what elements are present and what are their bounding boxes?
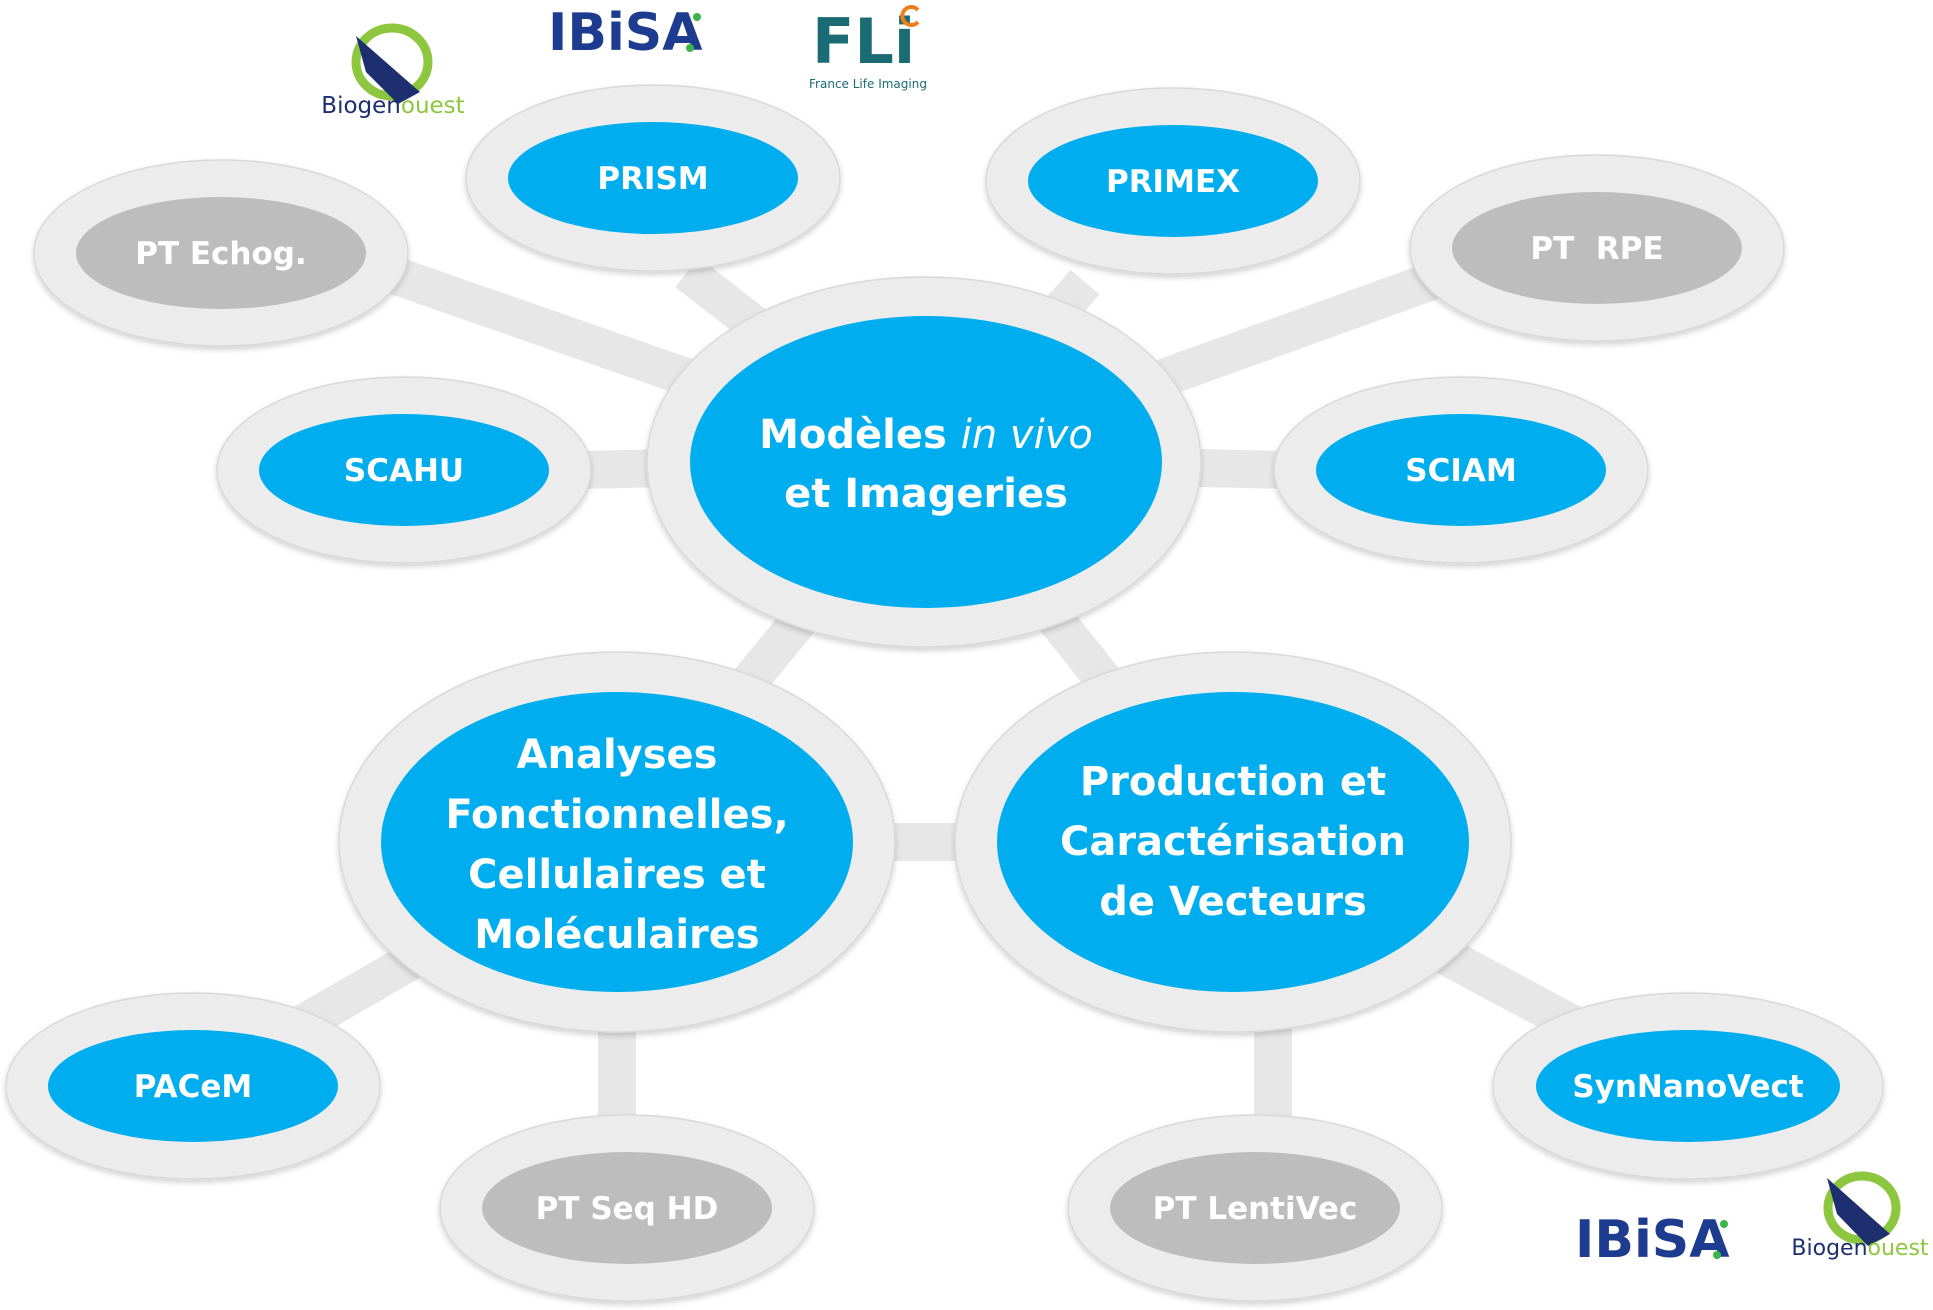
- hub-production-line-1: Caractérisation: [1060, 819, 1406, 865]
- hub-modeles-core: [690, 316, 1162, 608]
- node-primex-label: PRIMEX: [1106, 164, 1240, 200]
- node-prism[interactable]: PRISM: [465, 84, 841, 272]
- logo-ibisa-top: IBiSA: [548, 3, 703, 63]
- node-synnanovect-label: SynNanoVect: [1572, 1069, 1804, 1105]
- hub-analyses-line-2: Cellulaires et: [468, 852, 766, 898]
- node-pt-echog[interactable]: PT Echog.: [33, 159, 409, 347]
- hub-analyses-line-1: Fonctionnelles,: [445, 792, 788, 838]
- ibisa-bottom-dot-icon: [1720, 1220, 1728, 1228]
- ibisa-top-dot-icon: [693, 13, 701, 21]
- node-primex[interactable]: PRIMEX: [985, 87, 1361, 275]
- fli-sub-text: France Life Imaging: [809, 77, 927, 91]
- fli-arc-icon: [900, 5, 920, 27]
- ibisa-top-text: IBiSA: [548, 3, 703, 63]
- logo-fli: FLi France Life Imaging: [809, 5, 927, 91]
- node-pt-echog-label: PT Echog.: [135, 236, 307, 272]
- logo-biogenouest-bottom: Biogenouest: [1791, 1171, 1929, 1261]
- hub-production-line-2: de Vecteurs: [1099, 879, 1367, 925]
- fli-main-text: FLi: [812, 5, 915, 78]
- hub-analyses[interactable]: Analyses Fonctionnelles, Cellulaires et …: [338, 651, 896, 1033]
- node-pt-rpe-label: PT RPE: [1530, 231, 1663, 267]
- node-pacem-label: PACeM: [134, 1069, 253, 1105]
- ibisa-top-dot2-icon: [686, 44, 694, 52]
- svg-text:Biogenouest: Biogenouest: [1791, 1236, 1929, 1261]
- node-pacem[interactable]: PACeM: [5, 992, 381, 1180]
- node-pt-lentivec-label: PT LentiVec: [1153, 1191, 1358, 1227]
- biogenouest-bottom-leaf-icon: [1823, 1171, 1901, 1245]
- logo-biogenouest-top: Biogenouest: [321, 23, 465, 119]
- ibisa-bottom-dot2-icon: [1713, 1251, 1721, 1259]
- node-pt-seq-hd[interactable]: PT Seq HD: [439, 1114, 815, 1302]
- hub-analyses-line-3: Moléculaires: [474, 912, 759, 958]
- hub-modeles-label: Modèles in vivo: [759, 412, 1093, 458]
- node-pt-seq-hd-label: PT Seq HD: [536, 1191, 719, 1227]
- logo-ibisa-bottom: IBiSA: [1575, 1210, 1730, 1270]
- node-sciam-label: SCIAM: [1405, 453, 1516, 489]
- node-pt-lentivec[interactable]: PT LentiVec: [1067, 1114, 1443, 1302]
- hub-modeles-in-vivo[interactable]: Modèles in vivo et Imageries: [646, 276, 1202, 648]
- node-pt-rpe[interactable]: PT RPE: [1409, 154, 1785, 342]
- biogenouest-bottom-arrow-icon: [1827, 1178, 1890, 1246]
- hub-production-line-0: Production et: [1080, 759, 1386, 805]
- node-scahu[interactable]: SCAHU: [216, 376, 592, 564]
- svg-text:Biogenouest: Biogenouest: [321, 93, 464, 119]
- hub-production-core: [997, 692, 1469, 992]
- hub-modeles-label-line2: et Imageries: [784, 471, 1068, 517]
- hub-analyses-line-0: Analyses: [517, 732, 718, 778]
- hub-analyses-core: [381, 692, 853, 992]
- ibisa-bottom-text: IBiSA: [1575, 1210, 1730, 1270]
- node-prism-label: PRISM: [597, 161, 708, 197]
- hub-production[interactable]: Production et Caractérisation de Vecteur…: [954, 651, 1512, 1033]
- node-scahu-label: SCAHU: [344, 453, 464, 489]
- node-synnanovect[interactable]: SynNanoVect: [1492, 992, 1884, 1180]
- biogenouest-arrow-icon: [356, 36, 420, 104]
- node-sciam[interactable]: SCIAM: [1273, 376, 1649, 564]
